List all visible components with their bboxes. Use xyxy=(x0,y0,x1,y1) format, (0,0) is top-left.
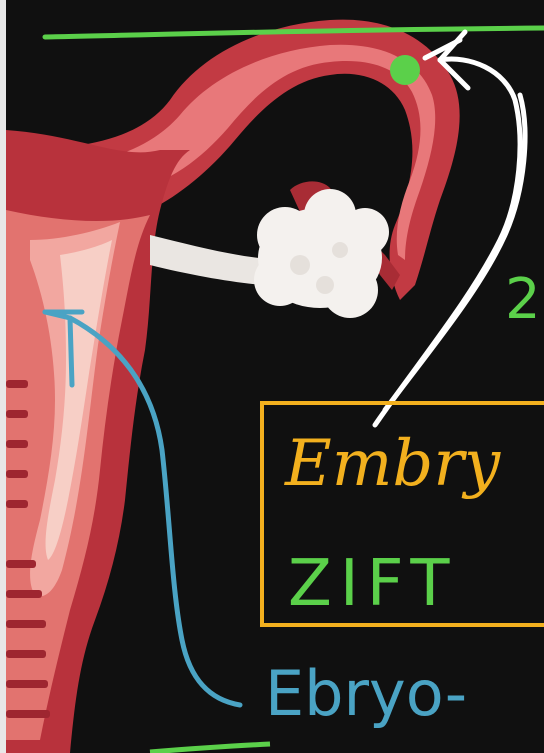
ovarian-ligament xyxy=(150,235,262,285)
box-line-1: Embry xyxy=(284,427,501,501)
green-bottom-stroke xyxy=(150,744,270,752)
bottom-label: Ebryo- xyxy=(265,657,467,730)
frame-edge xyxy=(0,0,6,753)
green-dot-marker xyxy=(390,55,420,85)
side-number: 2 xyxy=(505,267,541,332)
box-line-2: ZIFT xyxy=(288,547,458,621)
ovary xyxy=(254,189,389,318)
